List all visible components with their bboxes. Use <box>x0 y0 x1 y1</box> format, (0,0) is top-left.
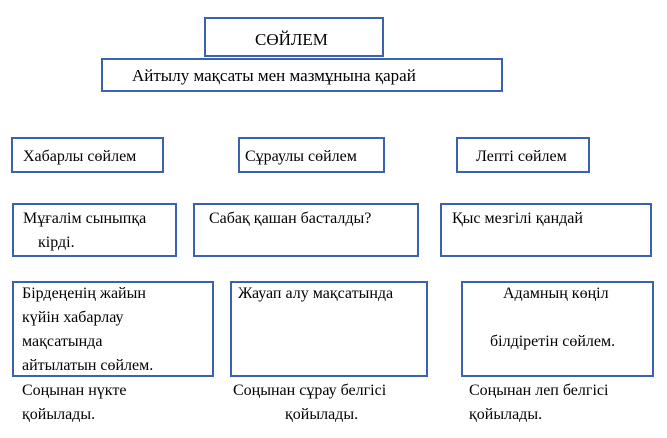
subtitle-box: Айтылу мақсаты мен мазмұнына қарай <box>101 58 503 92</box>
example-line: кірді. <box>38 234 75 251</box>
definition-line: білдіретін сөйлем. <box>490 333 616 350</box>
type-box-interrogative: Сұраулы сөйлем <box>238 137 385 173</box>
definition-box-declarative: Бірдеңенің жайын күйін хабарлау мақсатын… <box>12 281 214 377</box>
punctuation-note: қойылады. <box>285 406 359 423</box>
punctuation-note: қойылады. <box>469 406 543 423</box>
diagram-title: СӨЙЛЕМ <box>255 30 328 49</box>
punctuation-note: Соңынан нүкте <box>22 382 127 399</box>
punctuation-note: Соңынан сұрау белгісі <box>233 382 387 399</box>
example-line: Қыс мезгілі қандай <box>452 210 583 227</box>
title-box: СӨЙЛЕМ <box>204 17 384 57</box>
definition-line: Адамның көңіл <box>503 285 609 302</box>
example-line: Сабақ қашан басталды? <box>209 210 372 227</box>
definition-line: Бірдеңенің жайын <box>22 285 146 302</box>
definition-line: айтылатын сөйлем. <box>22 357 154 374</box>
definition-line: Жауап алу мақсатында <box>238 285 394 302</box>
example-box-interrogative: Сабақ қашан басталды? <box>193 203 419 257</box>
definition-box-interrogative: Жауап алу мақсатында <box>230 281 428 377</box>
type-label-interrogative: Сұраулы сөйлем <box>245 148 357 165</box>
type-box-exclamatory: Лепті сөйлем <box>456 137 590 173</box>
type-label-exclamatory: Лепті сөйлем <box>476 148 567 165</box>
punctuation-note: Соңынан леп белгісі <box>469 382 609 399</box>
definition-line: мақсатында <box>22 333 103 350</box>
definition-line: күйін хабарлау <box>22 309 124 326</box>
example-box-declarative: Мұғалім сыныпқа кірді. <box>12 203 177 257</box>
type-box-declarative: Хабарлы сөйлем <box>11 137 164 173</box>
type-label-declarative: Хабарлы сөйлем <box>23 148 137 165</box>
example-box-exclamatory: Қыс мезгілі қандай <box>440 203 652 257</box>
diagram-subtitle: Айтылу мақсаты мен мазмұнына қарай <box>132 66 416 85</box>
example-line: Мұғалім сыныпқа <box>23 210 147 227</box>
punctuation-note: қойылады. <box>22 406 96 423</box>
definition-box-exclamatory: Адамның көңіл білдіретін сөйлем. <box>461 281 654 377</box>
